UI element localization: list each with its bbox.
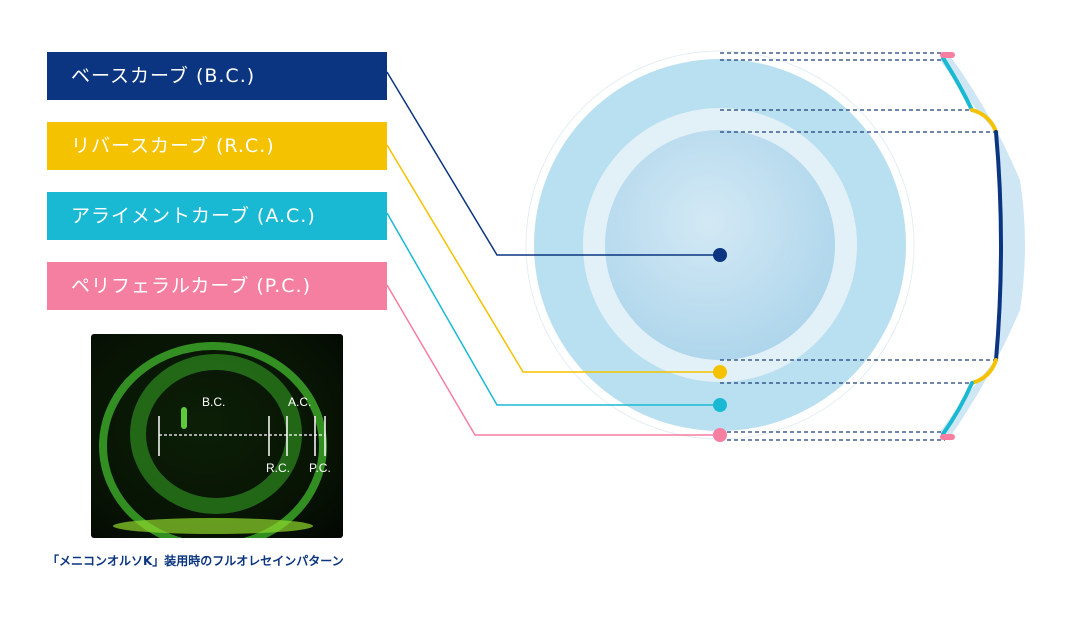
label-reverse-curve: リバースカーブ (R.C.) <box>47 122 387 170</box>
leader-line-ac <box>386 212 720 406</box>
leader-line-bc <box>386 71 720 256</box>
photo-label-bc: B.C. <box>202 395 226 409</box>
marker-bc <box>713 248 727 262</box>
label-alignment-curve: アライメントカーブ (A.C.) <box>47 192 387 240</box>
fluorescein-photo: B.C. A.C. R.C. P.C. <box>91 334 343 538</box>
photo-caption: 「メニコンオルソK」装用時のフルオレセインパターン <box>47 554 344 568</box>
lens-profile-curve <box>940 52 1003 440</box>
lens-base-zone <box>605 130 835 360</box>
label-peripheral-curve: ペリフェラルカーブ (P.C.) <box>47 262 387 310</box>
marker-pc <box>713 428 727 442</box>
marker-rc <box>713 365 727 379</box>
label-base-curve: ベースカーブ (B.C.) <box>47 52 387 100</box>
photo-label-pc: P.C. <box>309 461 331 475</box>
marker-ac <box>713 398 727 412</box>
photo-label-ac: A.C. <box>288 395 312 409</box>
leader-line-rc <box>386 144 720 373</box>
photo-label-rc: R.C. <box>266 461 290 475</box>
leader-line-pc <box>386 284 720 436</box>
dashed-guides <box>720 52 996 441</box>
lens-profile-band <box>940 53 1025 440</box>
